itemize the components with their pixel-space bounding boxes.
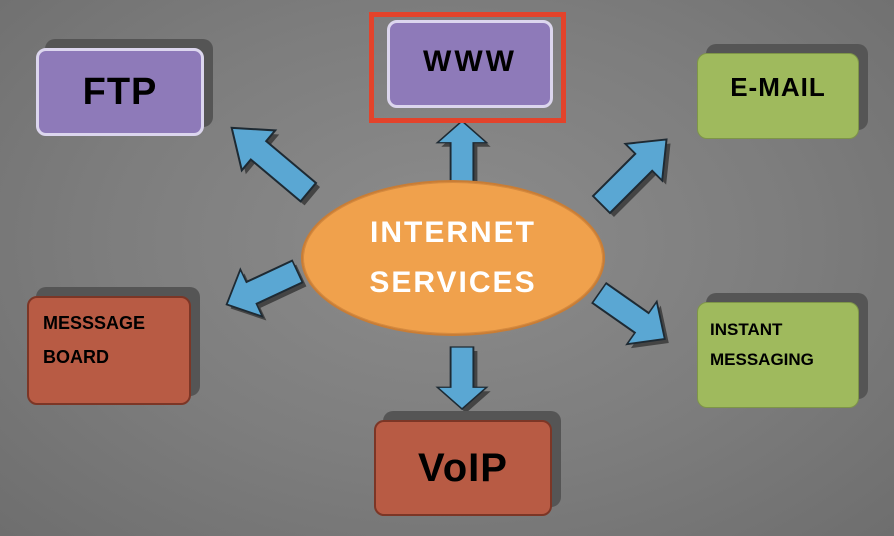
- instant-messaging-label-line1: INSTANT: [710, 320, 783, 339]
- arrow-to-www: [436, 120, 488, 184]
- voip-node: VoIP: [374, 420, 552, 516]
- www-label: WWW: [423, 45, 517, 78]
- hub-label-line2: SERVICES: [369, 266, 537, 299]
- message-board-label-line1: MESSSAGE: [43, 313, 146, 333]
- instant-messaging-node: INSTANT MESSAGING: [697, 302, 859, 408]
- www-highlight-frame: [369, 12, 566, 123]
- email-node: E-MAIL: [697, 53, 859, 139]
- message-board-node: MESSSAGE BOARD: [27, 296, 191, 405]
- ftp-label: FTP: [82, 70, 158, 113]
- voip-label: VoIP: [418, 445, 508, 490]
- ftp-node: FTP: [36, 48, 204, 136]
- arrow-to-email: [582, 120, 686, 224]
- hub-label-line1: INTERNET: [370, 216, 536, 249]
- instant-messaging-label-line2: MESSAGING: [710, 350, 814, 369]
- message-board-label-line2: BOARD: [43, 347, 109, 367]
- www-node: WWW: [387, 20, 553, 108]
- email-label: E-MAIL: [730, 72, 826, 102]
- internet-services-hub: INTERNET SERVICES: [301, 180, 605, 336]
